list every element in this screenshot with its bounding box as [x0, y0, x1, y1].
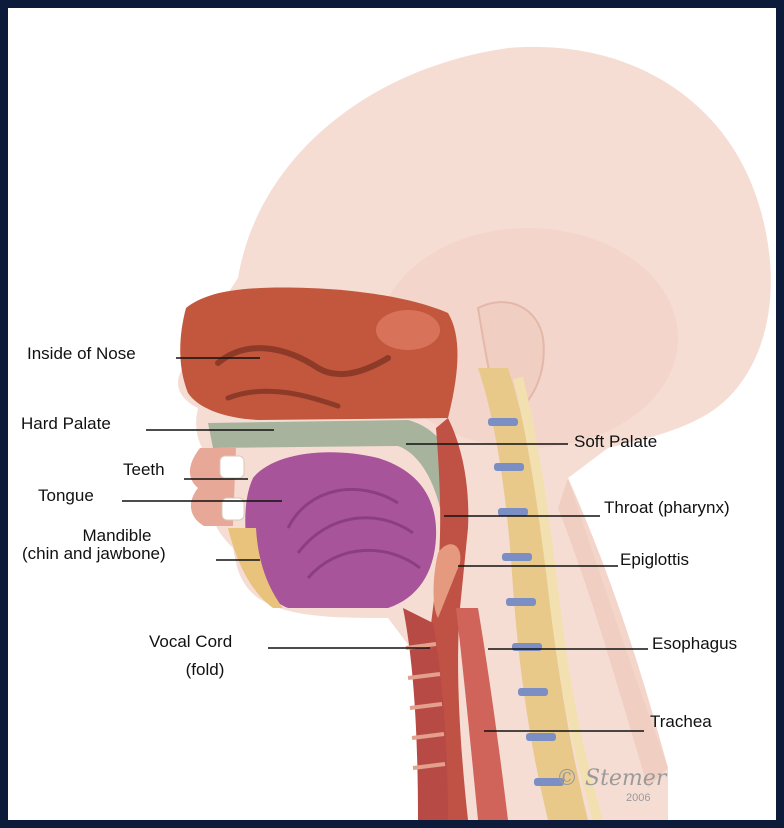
label-esophagus: Esophagus — [652, 634, 737, 653]
label-tongue: Tongue — [38, 486, 94, 505]
head-neck-illustration — [8, 8, 776, 820]
label-vocal-cord-detail: (fold) — [149, 660, 261, 679]
label-epiglottis: Epiglottis — [620, 550, 689, 569]
upper-teeth — [220, 456, 244, 478]
label-teeth: Teeth — [123, 460, 165, 479]
signature-year: 2006 — [626, 792, 650, 804]
label-trachea: Trachea — [650, 712, 712, 731]
label-mandible: Mandible — [22, 526, 212, 545]
label-inside-of-nose: Inside of Nose — [27, 344, 136, 363]
label-mandible-detail: (chin and jawbone) — [22, 544, 166, 563]
label-throat-pharynx: Throat (pharynx) — [604, 498, 730, 517]
label-vocal-cord: Vocal Cord — [149, 632, 232, 651]
sinus — [376, 310, 440, 350]
label-soft-palate: Soft Palate — [574, 432, 657, 451]
artist-signature: © Stemer — [556, 766, 666, 791]
illustration-panel: Inside of Nose Hard Palate Teeth Tongue … — [8, 8, 776, 820]
label-hard-palate: Hard Palate — [21, 414, 111, 433]
